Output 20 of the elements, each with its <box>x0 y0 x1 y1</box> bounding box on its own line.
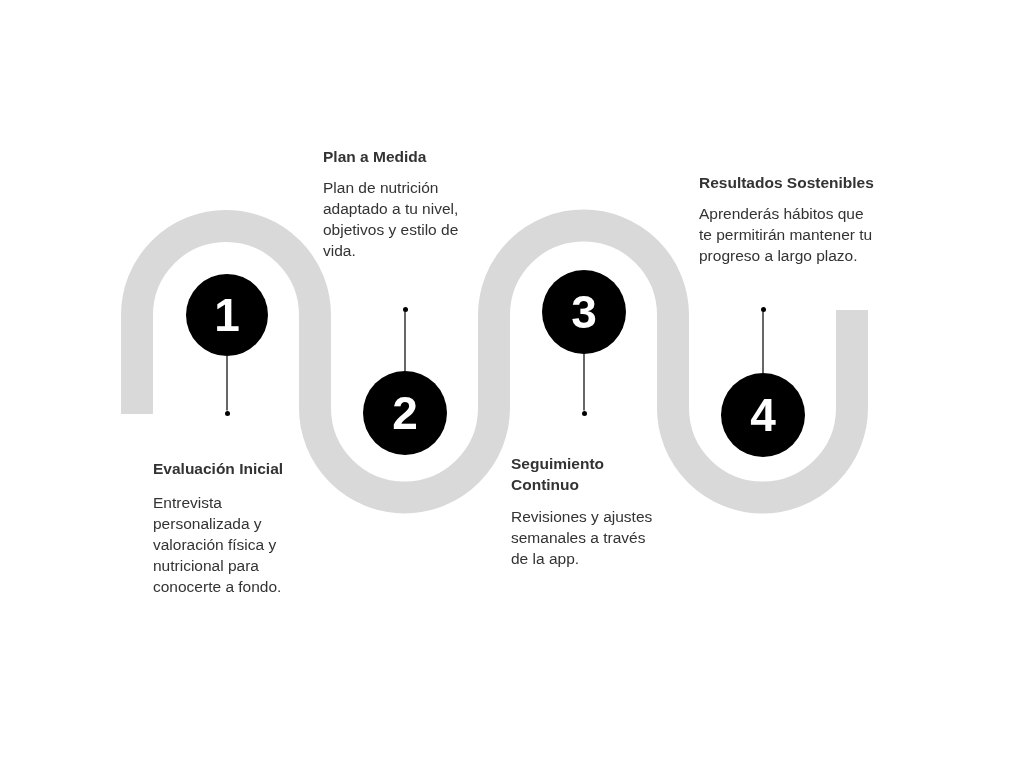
numbered-circle: 1 <box>186 274 268 356</box>
leader-end-dot <box>581 410 587 416</box>
step-heading: Evaluación Inicial <box>153 459 285 479</box>
leader-line <box>226 355 228 412</box>
step-heading: Plan a Medida <box>323 147 428 167</box>
numbered-circle: 4 <box>721 373 805 457</box>
leader-line <box>762 310 764 374</box>
step-description: Revisiones y ajustes semanales a través de la app. <box>511 507 654 569</box>
step-description: Plan de nutrición adaptado a tu nivel, objetivos y estilo de vida. <box>323 178 460 261</box>
numbered-circle: 3 <box>542 270 626 354</box>
numbered-circle: 2 <box>363 371 447 455</box>
leader-line <box>583 353 585 412</box>
step-description: Entrevista personalizada y valoración física y nutricional para conocerte a fondo. <box>153 493 283 597</box>
step-description: Aprenderás hábitos que te permitirán mantener tu progreso a largo plazo. <box>699 204 874 266</box>
leader-line <box>404 310 406 372</box>
leader-end-dot <box>402 306 408 312</box>
step-heading: Seguimiento Continuo <box>511 454 605 495</box>
step-heading: Resultados Sostenibles <box>699 173 875 193</box>
leader-end-dot <box>224 410 230 416</box>
leader-end-dot <box>760 306 766 312</box>
